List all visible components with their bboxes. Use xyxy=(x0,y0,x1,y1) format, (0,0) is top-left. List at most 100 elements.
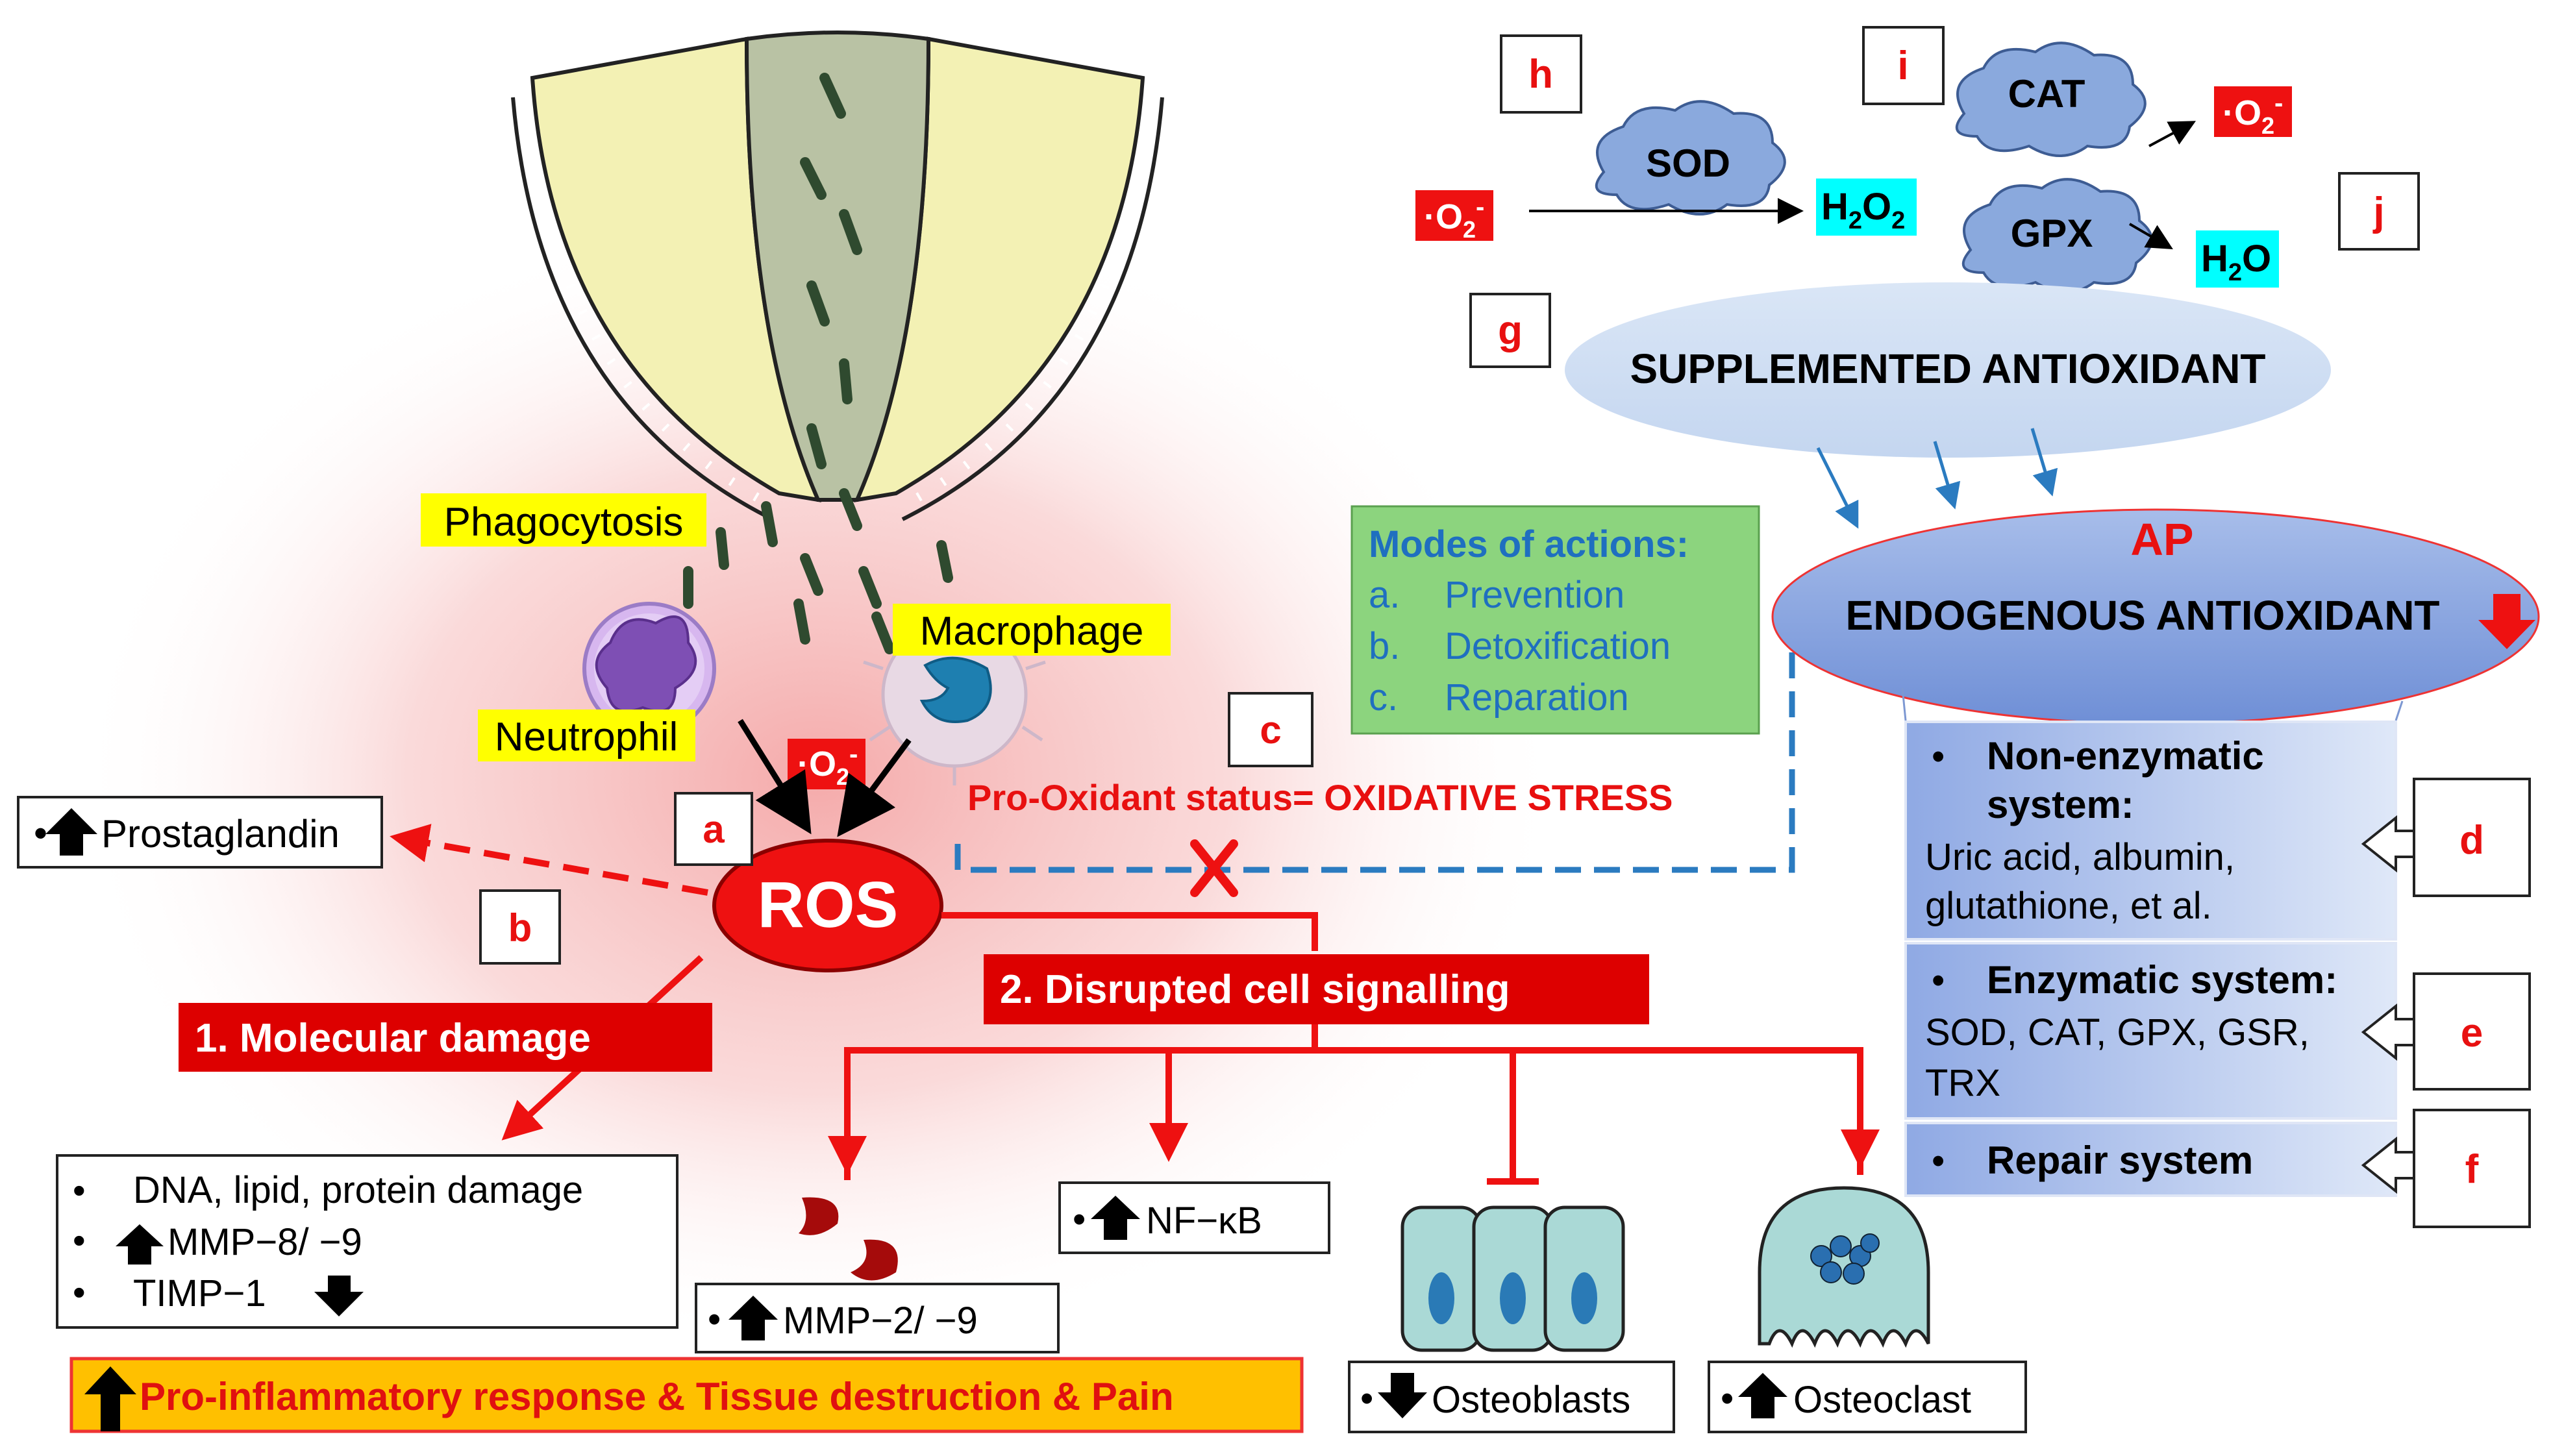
up-arrow-icon xyxy=(1738,1373,1787,1418)
svg-text:•: • xyxy=(73,1220,86,1261)
enzymatic-body-2: TRX xyxy=(1925,1062,2000,1104)
svg-text:·O2-: ·O2- xyxy=(2222,89,2283,139)
label-b: b xyxy=(508,906,532,950)
enzymatic-panel xyxy=(1904,942,2397,1120)
osteoclast-label: Osteoclast xyxy=(1793,1379,1971,1421)
modes-item-detoxification: Detoxification xyxy=(1445,625,1671,667)
endogenous-label: ENDOGENOUS ANTIOXIDANT xyxy=(1846,592,2440,639)
disrupted-signalling-banner xyxy=(984,954,1649,1024)
label-d-box xyxy=(2413,778,2531,897)
damage-item-1: DNA, lipid, protein damage xyxy=(133,1169,583,1211)
osteoclast-icon xyxy=(1758,1186,1930,1348)
pro-oxidant-label: Pro-Oxidant status= OXIDATIVE STRESS xyxy=(967,777,1673,818)
mmp29-label: MMP−2/ −9 xyxy=(783,1300,978,1342)
superoxide-badge-cells: ·O2- xyxy=(788,739,865,790)
cat-label: CAT xyxy=(2008,72,2085,116)
label-i-box xyxy=(1862,26,1945,105)
label-c: c xyxy=(1260,708,1281,752)
superoxide-badge-left: ·O2- xyxy=(1415,190,1493,243)
cloud-icon xyxy=(1595,100,1786,216)
h2o2-label: H2O2 xyxy=(1821,186,1905,234)
repair-panel xyxy=(1904,1122,2397,1197)
label-c-box xyxy=(1228,692,1313,767)
svg-text:•: • xyxy=(1932,1140,1945,1182)
non-enzymatic-body-1: Uric acid, albumin, xyxy=(1925,836,2235,878)
macrophage-highlight xyxy=(893,604,1171,656)
label-a-box xyxy=(674,792,753,866)
damage-list-box xyxy=(56,1154,678,1329)
molecular-damage-banner xyxy=(179,1003,712,1072)
svg-text:•: • xyxy=(1932,735,1945,778)
non-enzymatic-title-1: Non-enzymatic xyxy=(1987,734,2264,778)
damage-item-2: MMP−8/ −9 xyxy=(168,1221,362,1263)
osteoblast-icon xyxy=(1400,1205,1625,1352)
prostaglandin-label: Prostaglandin xyxy=(101,812,340,856)
mmp29-box xyxy=(695,1283,1060,1353)
svg-text:•: • xyxy=(73,1170,86,1211)
svg-text:·O2-: ·O2- xyxy=(1424,193,1484,243)
non-enzymatic-body-2: glutathione, et al. xyxy=(1925,885,2212,927)
label-e-box xyxy=(2413,972,2531,1091)
label-b-box xyxy=(479,889,561,965)
down-arrow-icon xyxy=(314,1276,364,1316)
non-enzymatic-panel xyxy=(1904,721,2397,941)
label-a: a xyxy=(703,808,725,851)
down-arrow-icon xyxy=(1378,1373,1427,1418)
modes-letter-c: c. xyxy=(1369,676,1398,719)
modes-letter-b: b. xyxy=(1369,625,1400,667)
modes-item-reparation: Reparation xyxy=(1445,676,1629,719)
neutrophil-icon xyxy=(582,602,716,735)
non-enzymatic-title-2: system: xyxy=(1987,783,2134,826)
modes-box xyxy=(1350,505,1760,735)
up-arrow-icon xyxy=(1091,1196,1140,1240)
modes-letter-a: a. xyxy=(1369,574,1400,616)
svg-text:•: • xyxy=(1360,1377,1373,1420)
modes-title: Modes of actions: xyxy=(1369,523,1689,565)
neutrophil-highlight xyxy=(478,709,695,761)
blue-dashed-connector xyxy=(954,604,1805,873)
superoxide-badge-right: ·O2- xyxy=(2214,86,2292,139)
svg-text:·O2-: ·O2- xyxy=(797,740,858,790)
h2o-highlight xyxy=(2196,230,2279,288)
phagocytosis-highlight xyxy=(421,493,706,547)
phagocytosis-label: Phagocytosis xyxy=(444,500,684,545)
supplemented-label: SUPPLEMENTED ANTIOXIDANT xyxy=(1630,345,2266,392)
gpx-label: GPX xyxy=(2011,212,2093,255)
damage-item-3: TIMP−1 xyxy=(133,1272,266,1314)
mmp-icon xyxy=(799,1197,898,1281)
label-g: g xyxy=(1498,308,1523,353)
bottom-banner xyxy=(69,1357,1304,1433)
nfkb-label: NF−κB xyxy=(1146,1200,1262,1242)
osteoblasts-label: Osteoblasts xyxy=(1432,1379,1630,1421)
up-arrow-icon xyxy=(116,1224,164,1265)
h2o-label: H2O xyxy=(2201,238,2271,286)
label-h-box xyxy=(1500,34,1582,114)
label-i: i xyxy=(1897,43,1908,88)
label-h: h xyxy=(1528,52,1553,97)
label-e: e xyxy=(2461,1011,2483,1055)
ros-label: ROS xyxy=(758,869,899,941)
disrupted-signalling-label: 2. Disrupted cell signalling xyxy=(1000,967,1510,1012)
svg-text:•: • xyxy=(708,1298,721,1340)
bottom-banner-label: Pro-inflammatory response & Tissue destr… xyxy=(140,1375,1174,1418)
label-j-box xyxy=(2338,172,2420,251)
up-arrow-icon xyxy=(45,808,97,856)
h2o2-highlight xyxy=(1816,179,1917,236)
macrophage-icon xyxy=(863,604,1046,785)
svg-text:•: • xyxy=(1073,1198,1086,1240)
cloud-icon xyxy=(1955,42,2147,157)
up-arrow-icon xyxy=(728,1296,778,1340)
macrophage-label: Macrophage xyxy=(920,609,1144,654)
modes-item-prevention: Prevention xyxy=(1445,574,1624,616)
label-g-box xyxy=(1469,293,1551,368)
svg-text:•: • xyxy=(1721,1377,1734,1420)
cross-icon xyxy=(1190,839,1238,897)
down-arrow-icon xyxy=(2478,594,2535,649)
supplemented-antioxidant xyxy=(1565,282,2331,458)
tooth-icon xyxy=(511,31,1164,654)
repair-title: Repair system xyxy=(1987,1139,2253,1182)
label-d: d xyxy=(2459,818,2484,863)
enzymatic-body-1: SOD, CAT, GPX, GSR, xyxy=(1925,1011,2309,1054)
neutrophil-label: Neutrophil xyxy=(495,715,678,759)
